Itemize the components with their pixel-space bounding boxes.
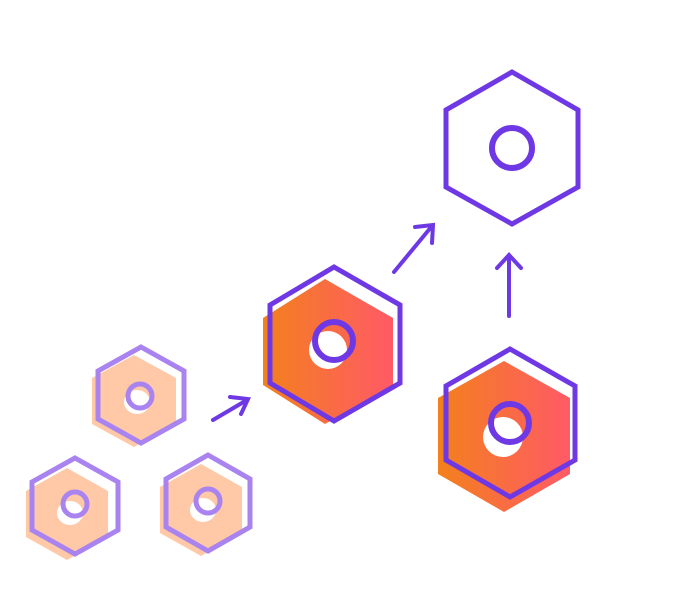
top-nut-icon (443, 69, 581, 227)
small-nut-top-icon (92, 344, 187, 447)
small-nut-bottom-right-icon (160, 452, 253, 556)
arrow-middle-to-top-icon (392, 222, 436, 274)
arrow-small-to-middle-icon (211, 395, 251, 422)
arrow-right-to-top-icon (495, 252, 523, 318)
middle-nut-icon (263, 264, 403, 424)
small-nut-bottom-left-icon (26, 455, 121, 560)
right-nut-icon (438, 346, 578, 512)
